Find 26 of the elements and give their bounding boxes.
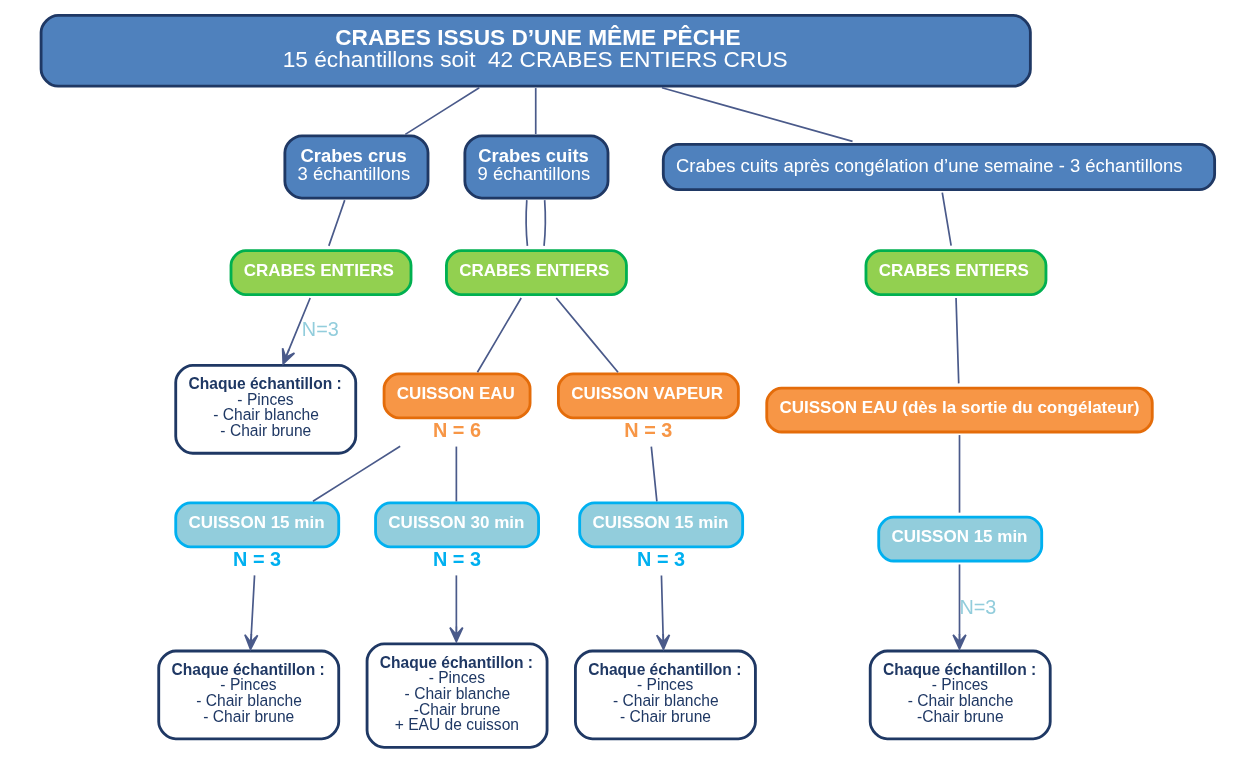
connector xyxy=(554,297,619,374)
node-label: N = 3 xyxy=(232,547,281,570)
node-label: N = 3 xyxy=(636,547,685,570)
connector xyxy=(403,86,480,136)
arrow xyxy=(448,574,464,643)
connector xyxy=(524,199,528,247)
node-label: N = 6 xyxy=(432,418,481,441)
edge-label: N=3 xyxy=(958,595,996,618)
connector xyxy=(954,297,960,385)
node-label: N = 3 xyxy=(432,547,481,570)
connector xyxy=(327,199,346,247)
arrow xyxy=(951,563,967,650)
arrow xyxy=(243,574,258,651)
edge-label: N=3 xyxy=(301,317,339,340)
connector xyxy=(958,434,960,514)
connector xyxy=(542,199,546,247)
connector xyxy=(455,445,457,503)
connector xyxy=(940,191,952,247)
arrow xyxy=(655,574,670,651)
arrow xyxy=(281,297,311,365)
connector xyxy=(476,297,522,374)
connector xyxy=(534,87,537,135)
node-label: N = 3 xyxy=(623,418,672,441)
connector xyxy=(311,445,401,503)
connector xyxy=(649,445,658,503)
connector xyxy=(660,86,853,143)
